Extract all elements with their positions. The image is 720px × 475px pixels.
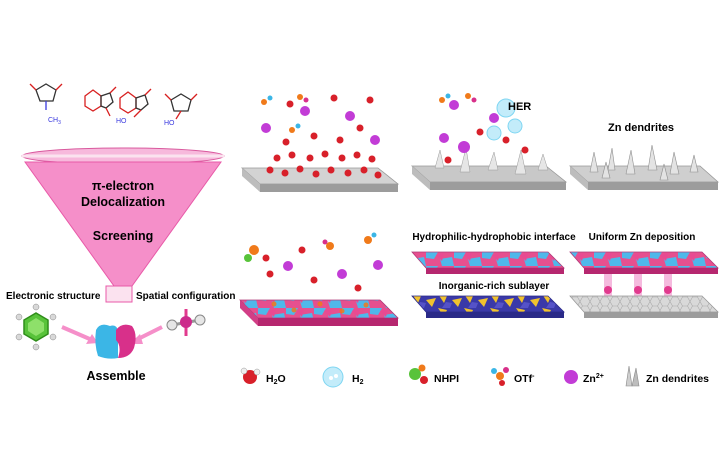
otf-anions bbox=[261, 94, 309, 133]
h2-bubbles bbox=[486, 98, 523, 141]
panel-bare-zn bbox=[240, 94, 400, 192]
spatial-configuration-label: Spatial configuration bbox=[136, 291, 235, 302]
svg-text:Zn dendrites: Zn dendrites bbox=[646, 373, 709, 385]
panel-nhpi bbox=[239, 232, 399, 326]
svg-text:H2: H2 bbox=[352, 373, 364, 386]
uniform-deposition-label: Uniform Zn deposition bbox=[589, 232, 696, 243]
ch3-label: CH3 bbox=[48, 117, 61, 126]
nhpi-molecules bbox=[244, 232, 377, 262]
legend-h2: H2 bbox=[322, 366, 364, 388]
sublayer-label: Inorganic-rich sublayer bbox=[439, 281, 550, 292]
funnel-diagram: CH3 HO HO π-electron Delocalization Scre… bbox=[6, 83, 235, 383]
legend-otf: OTf- bbox=[491, 367, 535, 386]
molecule-nhs bbox=[164, 93, 198, 120]
rough-surface bbox=[434, 147, 549, 175]
legend-zn: Zn2+ bbox=[564, 370, 604, 385]
legend: H2O H2 NHPI OTf- Zn2+ Zn dendrites bbox=[240, 364, 709, 388]
zn-ions bbox=[261, 106, 380, 145]
zn-dendrites-title: Zn dendrites bbox=[608, 122, 674, 134]
funnel-line-1: π-electron bbox=[92, 179, 154, 193]
electronic-structure-label: Electronic structure bbox=[6, 291, 101, 302]
legend-zn-dendrites: Zn dendrites bbox=[625, 365, 709, 387]
panel-dendrites: Zn dendrites bbox=[568, 122, 720, 190]
funnel-rim bbox=[21, 147, 225, 165]
molecule-phthalimide bbox=[84, 86, 117, 117]
ho-label-b: HO bbox=[164, 120, 175, 127]
funnel-line-3: Screening bbox=[93, 229, 153, 243]
zn-ion-her bbox=[458, 141, 470, 153]
legend-nhpi: NHPI bbox=[409, 364, 459, 385]
arrow-left bbox=[61, 325, 93, 342]
assemble-label: Assemble bbox=[86, 369, 145, 383]
svg-text:NHPI: NHPI bbox=[434, 373, 459, 385]
funnel-line-2: Delocalization bbox=[81, 195, 165, 209]
panel-her: HER bbox=[410, 93, 568, 190]
ion-flux-beams bbox=[604, 274, 672, 296]
molecule-nms bbox=[29, 83, 63, 110]
panel-interface: Hydrophilic-hydrophobic interface Inorga… bbox=[411, 232, 576, 318]
funnel-spout bbox=[105, 285, 133, 303]
svg-text:Zn2+: Zn2+ bbox=[583, 373, 604, 385]
svg-text:OTf-: OTf- bbox=[514, 373, 535, 385]
puzzle-pieces-icon bbox=[95, 324, 136, 359]
legend-h2o: H2O bbox=[240, 367, 286, 386]
her-label: HER bbox=[508, 101, 531, 113]
interface-label: Hydrophilic-hydrophobic interface bbox=[412, 232, 576, 243]
mechanism-panels: HER Zn dendrites bbox=[239, 93, 720, 388]
svg-text:H2O: H2O bbox=[266, 373, 286, 386]
spatial-molecule bbox=[166, 309, 206, 336]
panel-uniform: Uniform Zn deposition bbox=[569, 232, 719, 318]
molecule-nhpi bbox=[119, 88, 152, 118]
benzene-molecule bbox=[15, 303, 57, 351]
ho-label-a: HO bbox=[116, 118, 127, 125]
water-molecules bbox=[266, 94, 382, 179]
